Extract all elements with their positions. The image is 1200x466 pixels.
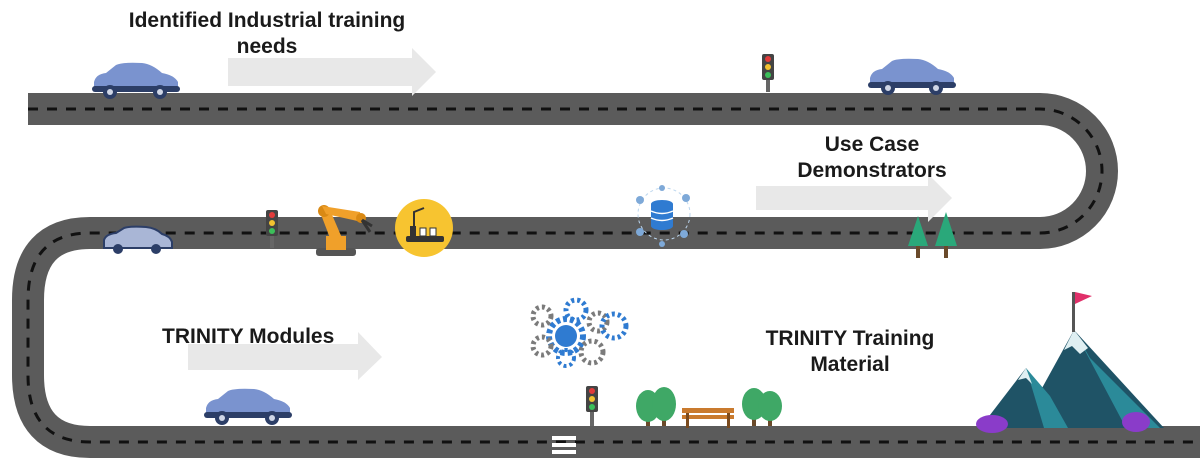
robot-arm-icon [316, 205, 373, 256]
traffic-light-icon [762, 54, 774, 92]
crosswalk-icon [262, 263, 286, 281]
gears-icon [530, 297, 629, 368]
bench-icon [682, 408, 734, 428]
stage-label-line: Material [810, 353, 890, 376]
stage-label-line: Use Case [824, 133, 920, 156]
stage-label-line: Demonstrators [797, 159, 947, 182]
factory-line-icon [395, 199, 453, 257]
database-icon [636, 185, 691, 247]
arrow-needs [228, 48, 436, 96]
stage-label-usecase: Use Case Demonstrators [752, 132, 992, 184]
stage-label-needs: Identified Industrial training needs [112, 8, 422, 60]
stage-label-modules: TRINITY Modules [162, 324, 372, 350]
road [12, 93, 1200, 458]
mountain-flag-icon [976, 292, 1164, 433]
tree-icon [935, 212, 957, 258]
car-icon [103, 225, 173, 254]
stage-label-line: TRINITY Modules [162, 325, 335, 348]
car-icon [868, 58, 956, 95]
car-icon [204, 388, 292, 425]
stage-label-line: Identified Industrial training [128, 9, 406, 32]
stage-label-line: TRINITY Training [765, 327, 935, 350]
crosswalk-icon [552, 436, 576, 454]
arrow-modules [188, 332, 382, 380]
tree-icon [636, 387, 676, 426]
arrow-usecase [756, 174, 952, 222]
tree-icon [742, 388, 782, 426]
crosswalk-icon [648, 127, 674, 145]
traffic-light-icon [266, 210, 278, 248]
stage-label-training: TRINITY Training Material [740, 326, 960, 378]
car-icon [92, 62, 180, 99]
tree-icon [908, 216, 928, 258]
stage-label-line: needs [236, 35, 298, 58]
traffic-light-icon [586, 386, 598, 426]
